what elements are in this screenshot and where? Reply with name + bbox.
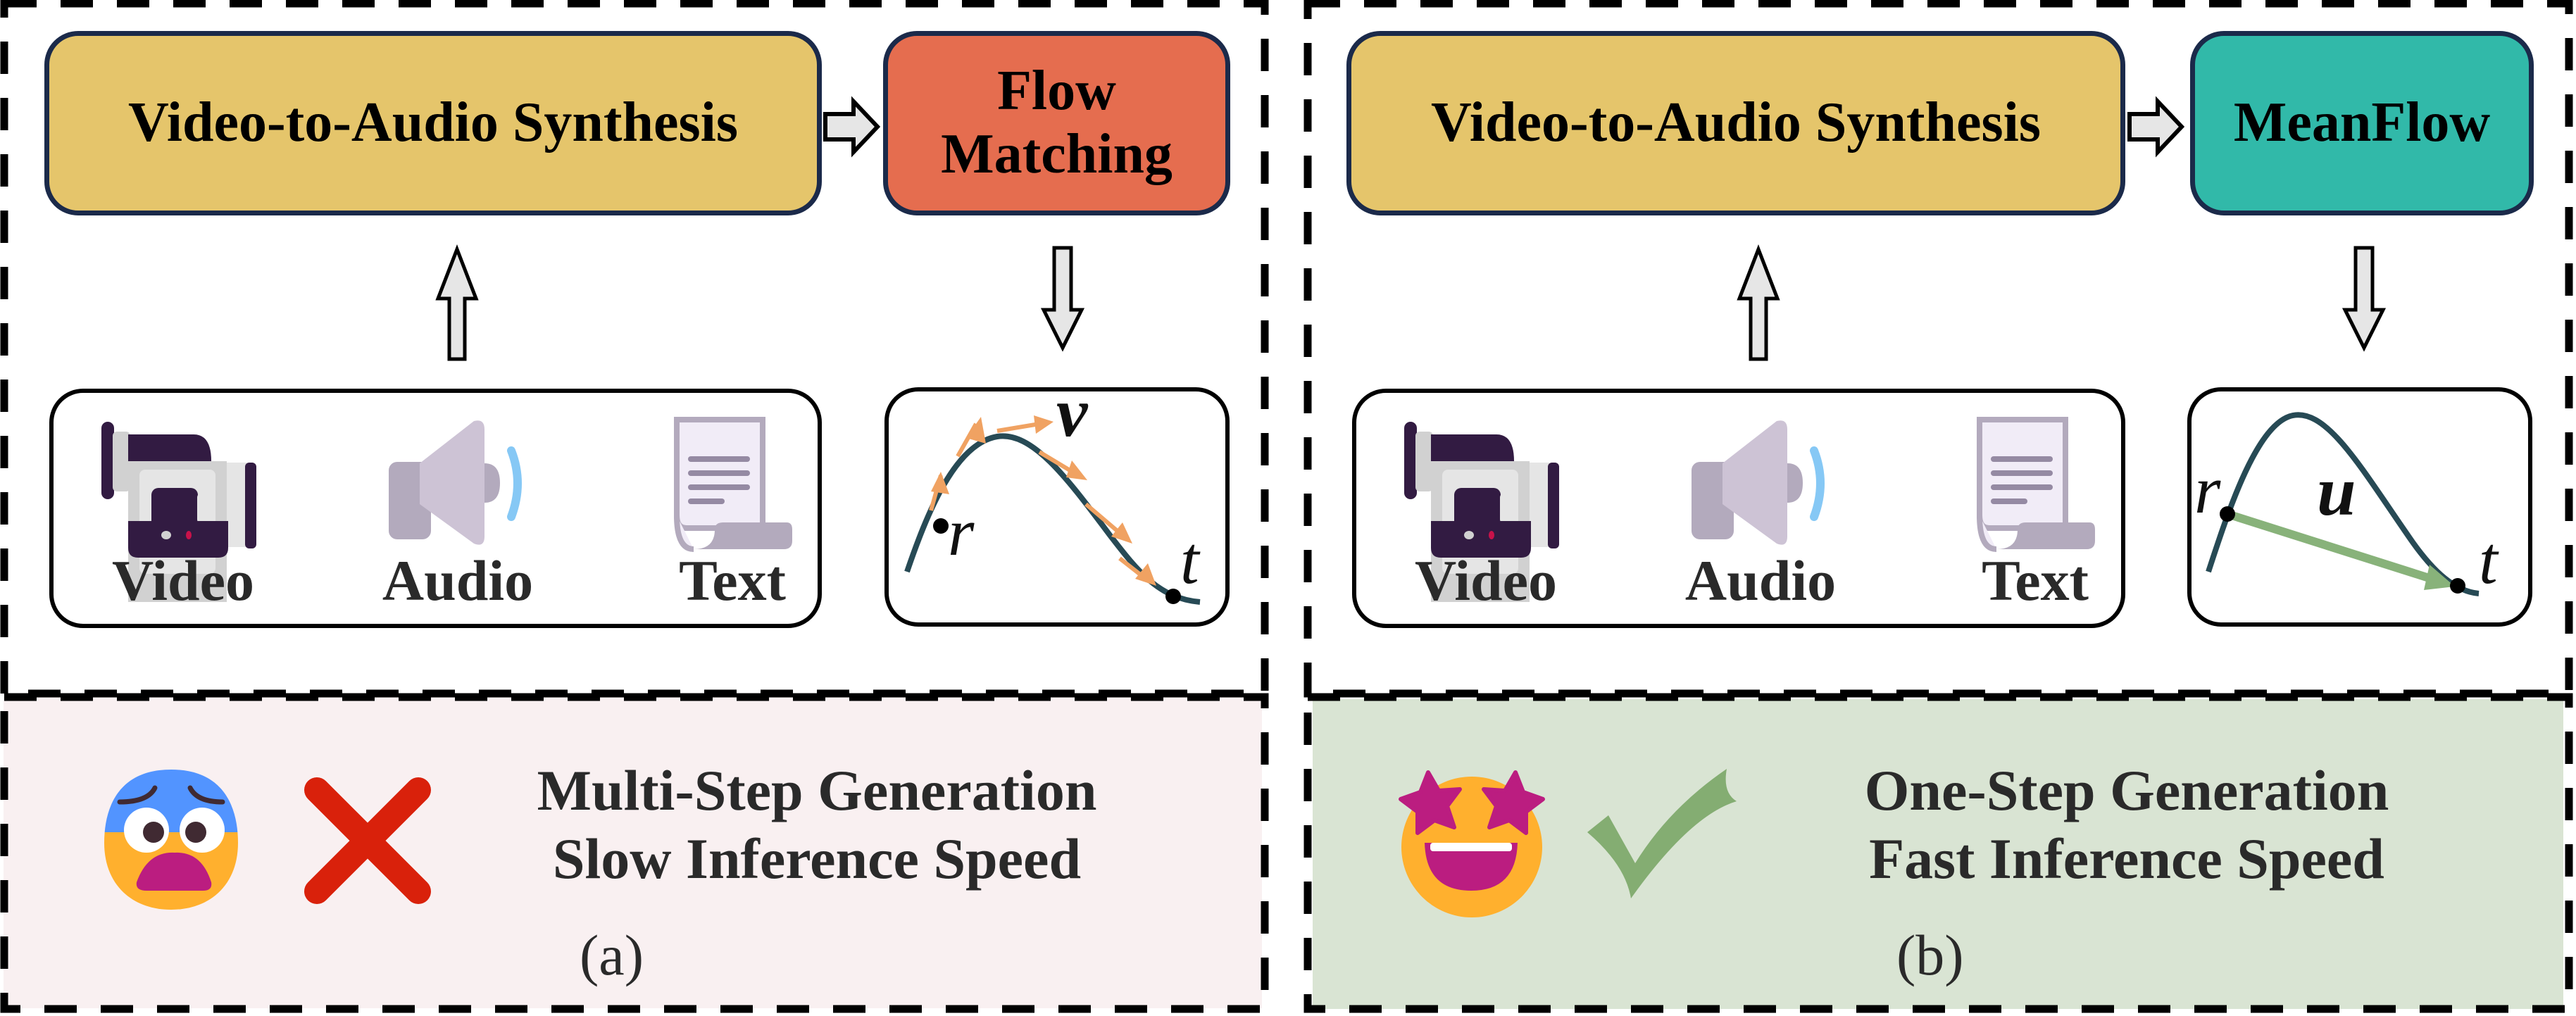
summary-line-1: Multi-Step Generation	[537, 758, 1097, 822]
modality-label-audio: Audio	[1684, 548, 1837, 613]
synthesis-label-a: Video-to-Audio Synthesis	[127, 92, 739, 154]
star-struck-face-icon	[1399, 770, 1545, 917]
method-label-line-1: Flow	[997, 60, 1116, 123]
document-icon	[1977, 417, 2095, 552]
label-u-b: u	[2317, 452, 2356, 530]
video-camera-base	[128, 521, 228, 558]
modality-label-text: Text	[1982, 548, 2089, 613]
dashed-frame-top-a	[0, 0, 1269, 1013]
end-point-t	[2450, 578, 2465, 594]
start-point-r	[933, 518, 949, 534]
method-label-meanflow: MeanFlow	[2233, 92, 2491, 154]
document-icon	[674, 417, 792, 552]
velocity-arrows	[929, 415, 1156, 586]
summary-line-2: Slow Inference Speed	[552, 826, 1082, 891]
video-camera-base	[1431, 521, 1531, 558]
label-v-a: v	[1056, 373, 1088, 451]
modality-label-audio: Audio	[382, 548, 534, 613]
up-arrow-icon	[1737, 244, 1780, 361]
end-point-t	[1165, 589, 1181, 604]
label-t-a: t	[1180, 522, 1199, 598]
trajectory-box-b	[2187, 387, 2532, 627]
down-arrow-icon	[1040, 246, 1085, 352]
red-cross-icon	[304, 777, 431, 904]
average-velocity-arrow	[2226, 510, 2439, 585]
right-arrow-icon	[823, 96, 881, 158]
label-t-b: t	[2479, 522, 2498, 598]
dashed-frame-b	[1303, 0, 2573, 1013]
caption-b: (b)	[1896, 923, 1964, 987]
method-box-flow-matching: Flow Matching	[883, 31, 1230, 215]
label-r-a: r	[948, 494, 975, 570]
method-label-line-2: Matching	[941, 123, 1173, 185]
modality-label-video: Video	[1415, 548, 1557, 613]
synthesis-box-a: Video-to-Audio Synthesis	[44, 31, 822, 215]
summary-line-1: One-Step Generation	[1864, 758, 2389, 822]
summary-text-a: Multi-Step Generation Slow Inference Spe…	[479, 757, 1155, 893]
summary-line-2: Fast Inference Speed	[1869, 826, 2384, 891]
flow-trajectory-a	[904, 415, 1201, 605]
right-arrow-icon	[2127, 96, 2185, 158]
summary-text-b: One-Step Generation Fast Inference Speed	[1789, 757, 2465, 893]
synthesis-label-b: Video-to-Audio Synthesis	[1430, 92, 2042, 154]
modality-label-video: Video	[112, 548, 254, 613]
label-r-b: r	[2194, 452, 2221, 527]
down-arrow-icon	[2341, 246, 2387, 352]
mean-flow-trajectory-b	[2206, 412, 2480, 596]
synthesis-box-b: Video-to-Audio Synthesis	[1346, 31, 2125, 215]
caption-a: (a)	[580, 923, 644, 987]
modality-label-text: Text	[679, 548, 786, 613]
green-check-icon	[1587, 769, 1737, 898]
method-box-meanflow: MeanFlow	[2190, 31, 2534, 215]
trajectory-curve	[2206, 412, 2480, 596]
speaker-icon	[389, 420, 522, 545]
speaker-icon	[1692, 420, 1825, 545]
start-point-r	[2220, 506, 2235, 522]
up-arrow-icon	[435, 244, 479, 361]
trajectory-box-a	[884, 387, 1230, 627]
fearful-face-icon	[104, 770, 238, 910]
